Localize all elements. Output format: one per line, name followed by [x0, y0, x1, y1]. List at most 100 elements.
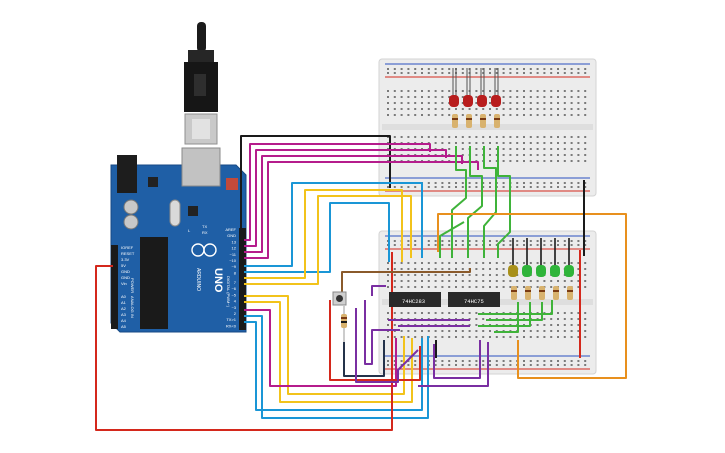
breadboard-hole[interactable] [448, 330, 451, 332]
breadboard-hole[interactable] [570, 72, 573, 74]
breadboard-hole[interactable] [577, 280, 580, 282]
red-led[interactable] [477, 95, 487, 107]
breadboard-hole[interactable] [502, 72, 505, 74]
breadboard-hole[interactable] [427, 108, 430, 110]
breadboard-hole[interactable] [536, 148, 539, 150]
breadboard-hole[interactable] [550, 330, 553, 332]
breadboard-hole[interactable] [393, 114, 396, 116]
breadboard-hole[interactable] [441, 240, 444, 242]
breadboard-hole[interactable] [495, 360, 498, 362]
breadboard-hole[interactable] [543, 72, 546, 74]
breadboard-hole[interactable] [557, 360, 559, 362]
breadboard-hole[interactable] [393, 364, 396, 366]
breadboard-hole[interactable] [502, 90, 505, 92]
breadboard-hole[interactable] [509, 114, 512, 116]
breadboard-hole[interactable] [584, 136, 587, 138]
breadboard-hole[interactable] [516, 240, 519, 242]
breadboard-hole[interactable] [393, 274, 396, 276]
breadboard-hole[interactable] [584, 240, 587, 242]
breadboard-hole[interactable] [529, 136, 532, 138]
breadboard-hole[interactable] [529, 330, 532, 332]
breadboard-hole[interactable] [441, 286, 444, 288]
breadboard-hole[interactable] [502, 336, 505, 338]
breadboard-hole[interactable] [441, 360, 444, 362]
breadboard-hole[interactable] [509, 96, 512, 98]
breadboard-hole[interactable] [523, 68, 525, 70]
breadboard-hole[interactable] [468, 274, 471, 276]
wire-green[interactable] [439, 221, 465, 258]
breadboard-hole[interactable] [461, 142, 464, 144]
breadboard-hole[interactable] [570, 330, 573, 332]
breadboard-hole[interactable] [563, 68, 566, 70]
breadboard-hole[interactable] [550, 90, 553, 92]
breadboard-hole[interactable] [434, 240, 437, 242]
breadboard-hole[interactable] [441, 114, 444, 116]
wire-magenta[interactable] [244, 155, 463, 253]
breadboard-hole[interactable] [550, 336, 553, 338]
breadboard-hole[interactable] [482, 186, 485, 188]
breadboard-hole[interactable] [489, 72, 491, 74]
breadboard-hole[interactable] [563, 360, 566, 362]
breadboard-hole[interactable] [543, 186, 546, 188]
breadboard-hole[interactable] [468, 262, 471, 264]
breadboard-hole[interactable] [563, 72, 566, 74]
breadboard-hole[interactable] [563, 244, 566, 246]
breadboard-hole[interactable] [577, 114, 580, 116]
breadboard-hole[interactable] [563, 286, 566, 288]
wire-cyan[interactable] [244, 182, 423, 267]
breadboard-hole[interactable] [482, 336, 485, 338]
breadboard-hole[interactable] [523, 182, 525, 184]
breadboard-hole[interactable] [400, 312, 403, 314]
breadboard-hole[interactable] [523, 114, 525, 116]
breadboard-hole[interactable] [516, 148, 519, 150]
breadboard-hole[interactable] [387, 280, 389, 282]
breadboard-hole[interactable] [455, 108, 457, 110]
breadboard-hole[interactable] [482, 182, 485, 184]
breadboard-hole[interactable] [584, 154, 587, 156]
breadboard-hole[interactable] [529, 364, 532, 366]
breadboard-hole[interactable] [441, 136, 444, 138]
breadboard-hole[interactable] [421, 286, 423, 288]
breadboard-hole[interactable] [557, 182, 559, 184]
breadboard-hole[interactable] [434, 90, 437, 92]
breadboard-hole[interactable] [570, 324, 573, 326]
breadboard-hole[interactable] [509, 154, 512, 156]
breadboard-hole[interactable] [509, 142, 512, 144]
breadboard-hole[interactable] [434, 286, 437, 288]
breadboard-hole[interactable] [557, 280, 559, 282]
breadboard-hole[interactable] [461, 280, 464, 282]
breadboard-hole[interactable] [434, 96, 437, 98]
breadboard-hole[interactable] [434, 262, 437, 264]
wire-magenta[interactable] [244, 143, 431, 241]
breadboard-hole[interactable] [543, 240, 546, 242]
wire-yellow[interactable] [244, 195, 412, 285]
breadboard-hole[interactable] [407, 312, 410, 314]
breadboard-hole[interactable] [448, 274, 451, 276]
breadboard-hole[interactable] [557, 186, 559, 188]
breadboard-hole[interactable] [475, 108, 478, 110]
breadboard-hole[interactable] [509, 240, 512, 242]
breadboard-hole[interactable] [543, 336, 546, 338]
breadboard-hole[interactable] [468, 280, 471, 282]
breadboard-hole[interactable] [536, 96, 539, 98]
breadboard-hole[interactable] [502, 268, 505, 270]
breadboard-hole[interactable] [563, 154, 566, 156]
breadboard-hole[interactable] [482, 72, 485, 74]
breadboard-hole[interactable] [577, 108, 580, 110]
wire-magenta[interactable] [244, 309, 397, 387]
breadboard-hole[interactable] [427, 68, 430, 70]
breadboard-hole[interactable] [407, 186, 410, 188]
breadboard-hole[interactable] [441, 280, 444, 282]
breadboard-hole[interactable] [584, 364, 587, 366]
breadboard-hole[interactable] [577, 136, 580, 138]
reset-button[interactable] [226, 178, 238, 190]
breadboard-hole[interactable] [563, 364, 566, 366]
breadboard-hole[interactable] [427, 102, 430, 104]
breadboard-hole[interactable] [434, 244, 437, 246]
breadboard-hole[interactable] [448, 336, 451, 338]
breadboard-hole[interactable] [441, 108, 444, 110]
breadboard-hole[interactable] [502, 186, 505, 188]
breadboard-hole[interactable] [543, 96, 546, 98]
breadboard-hole[interactable] [495, 72, 498, 74]
breadboard-hole[interactable] [536, 330, 539, 332]
